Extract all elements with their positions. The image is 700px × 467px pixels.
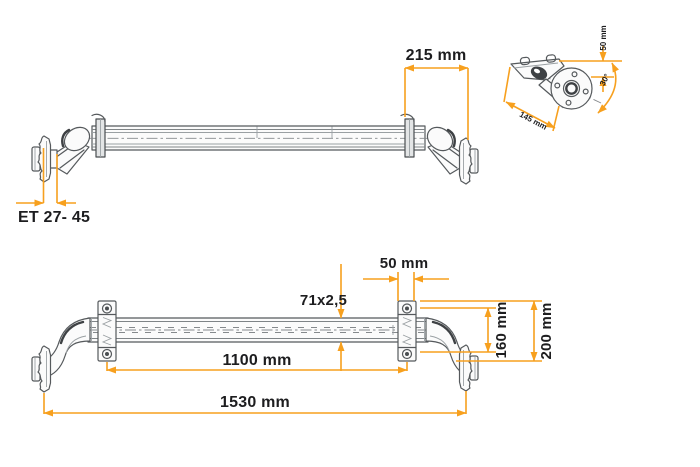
- bolt-hole: [565, 99, 572, 106]
- dim-1100-label: 1100 mm: [222, 352, 291, 369]
- dim-1530-label: 1530 mm: [220, 394, 290, 411]
- mounting-bracket-right: [397, 300, 417, 362]
- bolt-hole: [571, 71, 578, 78]
- dim-et-label: ET 27- 45: [18, 209, 90, 226]
- bolt-hole: [582, 88, 589, 95]
- mounting-bracket-left: [97, 300, 117, 362]
- suspension-arm-left-side: [47, 126, 91, 175]
- axle-tube-plan: [86, 317, 430, 343]
- dim-50-bracket-label: 50 mm: [380, 255, 429, 272]
- dim-50-detail-label: 50 mm: [599, 25, 608, 50]
- dimension-50mm-bracket: 50 mm: [363, 255, 449, 301]
- dim-160-label: 160 mm: [493, 301, 510, 358]
- dim-215-label: 215 mm: [406, 47, 467, 64]
- hub-flange-left-side: [31, 135, 52, 183]
- hub-flange-left-plan: [31, 345, 52, 393]
- dim-145-label: 145 mm: [518, 110, 549, 132]
- dimension-215mm: 215 mm: [404, 47, 469, 140]
- hub-flange-right-side: [458, 137, 479, 185]
- dimension-tube-spec: 71x2,5: [300, 264, 347, 371]
- axle-tube-side: [88, 125, 429, 151]
- dimension-1100mm: 1100 mm: [106, 352, 408, 374]
- hub-detail-view: 50 mm 30° 145 mm: [503, 25, 622, 132]
- hub-flange-face: [550, 67, 593, 110]
- dim-200-label: 200 mm: [538, 302, 555, 359]
- dim-30deg-label: 30°: [598, 72, 612, 87]
- dimension-30deg: 30°: [597, 62, 620, 114]
- dimension-200mm: 200 mm: [420, 300, 555, 362]
- suspension-arm-left-plan: [45, 317, 91, 378]
- dimension-160mm: 160 mm: [420, 301, 510, 359]
- dimension-1530mm: 1530 mm: [43, 391, 467, 417]
- bolt-hole: [554, 82, 561, 89]
- dim-tube-label: 71x2,5: [300, 292, 347, 309]
- plan-view: 50 mm 71x2,5 160 mm 200 mm 1100 mm: [31, 255, 555, 417]
- dimension-et-offset: ET 27- 45: [16, 148, 90, 226]
- side-view: 215 mm ET 27- 45: [16, 47, 479, 226]
